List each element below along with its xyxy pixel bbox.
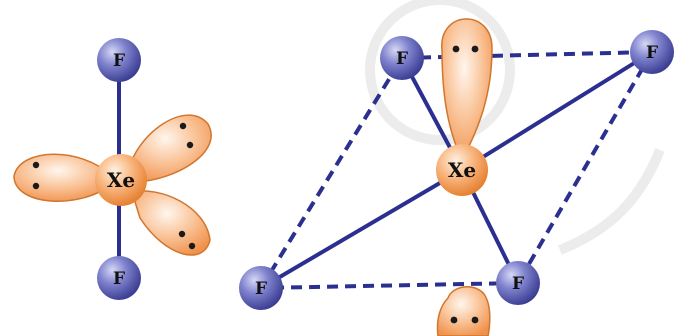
watermark — [365, 0, 665, 255]
xef4-xenon-label: Xe — [448, 158, 476, 182]
xef4-fluorine-top-left-atom — [380, 36, 424, 80]
xef2-fluorine-bottom-atom — [97, 256, 141, 300]
xef4-fluorine-bottom-right-label: F — [512, 274, 524, 294]
xef2-electron-dots — [32, 122, 196, 250]
xef2-fluorine-bottom-label: F — [113, 269, 125, 289]
xef4-lone-pair-lobe-bottom — [436, 286, 491, 336]
xef4-molecule: F F F F Xe — [239, 18, 674, 336]
xef2-lone-pair-lobe-upper-right — [127, 114, 212, 183]
xef4-fluorine-top-right-atom — [630, 30, 674, 74]
xef2-xenon-atom — [95, 154, 147, 206]
xef2-xenon-label: Xe — [107, 168, 135, 192]
xef4-fluorine-top-right-label: F — [646, 43, 658, 63]
xef4-fluorine-top-left-label: F — [396, 49, 408, 69]
xef4-lone-pair-lobe-top — [441, 18, 493, 162]
xef2-fluorine-top-atom — [97, 38, 141, 82]
xef4-electron-dots — [450, 45, 479, 324]
xef4-fluorine-bottom-right-atom — [496, 261, 540, 305]
xef4-xenon-atom — [436, 144, 488, 196]
xef2-molecule: F F Xe — [13, 38, 212, 300]
xef2-lone-pair-lobe-lower-right — [131, 190, 211, 256]
xef4-fluorine-bottom-left-atom — [239, 266, 283, 310]
xef2-fluorine-top-label: F — [113, 51, 125, 71]
xef4-fluorine-bottom-left-label: F — [255, 279, 267, 299]
